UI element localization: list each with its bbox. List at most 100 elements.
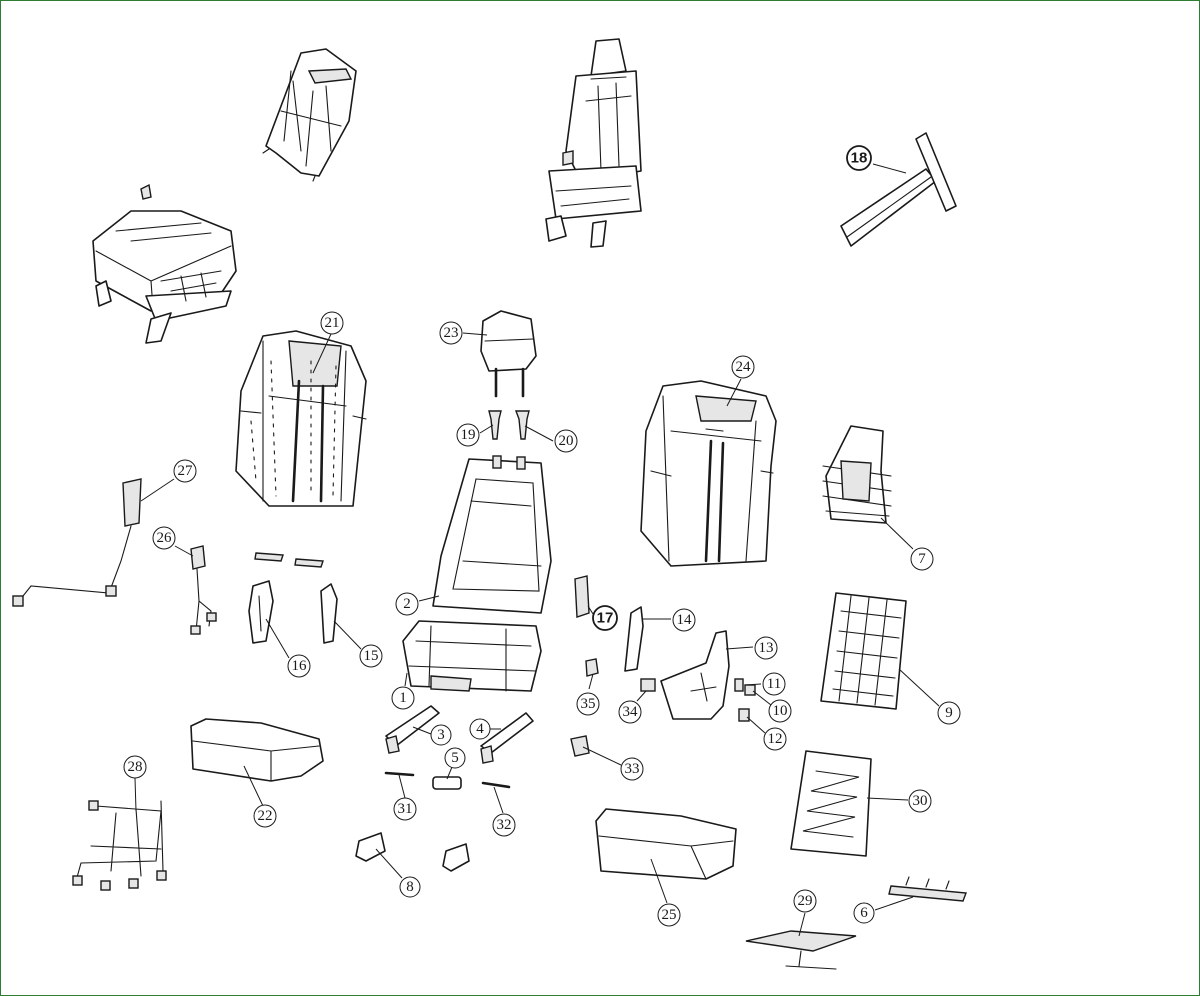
callout-9: 9	[937, 701, 961, 725]
callout-15: 15	[359, 644, 383, 668]
callout-5: 5	[444, 747, 466, 769]
part-8-brackets	[355, 832, 470, 872]
callout-34: 34	[618, 700, 642, 724]
callout-18: 18	[846, 145, 872, 171]
part-16-side-trim	[248, 580, 274, 644]
callout-label: 18	[851, 150, 868, 167]
part-25-cushion-foam	[595, 808, 737, 880]
part-14-trim	[624, 606, 644, 672]
callout-6: 6	[853, 902, 875, 924]
part-6-harness-strip	[888, 876, 967, 902]
callout-35: 35	[576, 692, 600, 716]
callout-label: 35	[581, 696, 596, 712]
part-15-trim	[320, 583, 338, 644]
callout-21: 21	[320, 311, 344, 335]
callout-27: 27	[173, 459, 197, 483]
callout-label: 12	[768, 731, 783, 747]
part-1-cushion-frame	[402, 620, 542, 692]
small-parts	[570, 658, 756, 757]
callout-31: 31	[393, 797, 417, 821]
callout-label: 5	[451, 750, 459, 766]
callout-label: 21	[325, 315, 340, 331]
callout-7: 7	[910, 547, 934, 571]
part-21-seatback-cover	[235, 330, 367, 507]
callout-label: 23	[444, 325, 459, 341]
callout-label: 16	[292, 658, 308, 674]
leader-lines	[134, 163, 940, 937]
callout-label: 14	[677, 612, 693, 628]
seatback-assembly-overview	[262, 48, 357, 182]
part-30-heater-mat	[790, 750, 872, 857]
callout-1: 1	[391, 686, 415, 710]
parts-31-32-rods	[384, 771, 511, 789]
callout-label: 11	[767, 676, 781, 692]
part-2-seatback-frame	[432, 455, 552, 614]
part-23-headrest	[480, 310, 537, 398]
callout-label: 27	[178, 463, 194, 479]
callout-label: 9	[945, 705, 953, 721]
callout-label: 4	[476, 721, 484, 737]
callout-30: 30	[908, 789, 932, 813]
part-7-lumbar-support	[822, 425, 892, 524]
part-17-module	[574, 575, 590, 618]
parts-19-20-headrest-guides	[488, 410, 530, 440]
part-24-seatback-foam	[640, 380, 777, 567]
complete-seat-overview	[545, 38, 642, 248]
callout-19: 19	[456, 423, 480, 447]
callout-label: 19	[461, 427, 476, 443]
callout-16: 16	[287, 654, 311, 678]
callout-label: 17	[597, 610, 614, 627]
cushion-assembly-overview	[92, 183, 237, 344]
part-27-harness	[12, 478, 142, 607]
callout-label: 28	[128, 759, 143, 775]
callout-29: 29	[793, 889, 817, 913]
callout-label: 31	[398, 801, 413, 817]
callout-label: 30	[913, 793, 928, 809]
callout-12: 12	[763, 727, 787, 751]
clip-pieces	[254, 552, 324, 568]
callout-label: 22	[258, 808, 273, 824]
part-26-harness	[190, 545, 217, 635]
callout-2: 2	[395, 592, 419, 616]
callout-label: 26	[157, 530, 173, 546]
callout-label: 13	[759, 640, 774, 656]
callout-label: 10	[773, 703, 788, 719]
callout-24: 24	[731, 355, 755, 379]
callout-label: 25	[662, 907, 677, 923]
callout-label: 6	[860, 905, 868, 921]
callout-label: 1	[399, 690, 407, 706]
part-5-motor	[432, 776, 462, 790]
callout-label: 29	[798, 893, 813, 909]
callout-14: 14	[672, 608, 696, 632]
callout-label: 34	[623, 704, 639, 720]
part-28-main-harness	[72, 800, 167, 891]
callout-11: 11	[762, 672, 786, 696]
callout-label: 15	[364, 648, 379, 664]
callout-label: 32	[497, 817, 512, 833]
callout-label: 8	[406, 879, 414, 895]
callout-label: 33	[625, 761, 640, 777]
callout-25: 25	[657, 903, 681, 927]
callout-26: 26	[152, 526, 176, 550]
callout-33: 33	[620, 757, 644, 781]
callout-28: 28	[123, 755, 147, 779]
callout-17: 17	[592, 605, 618, 631]
callout-20: 20	[554, 429, 578, 453]
part-9-back-panel	[820, 592, 907, 710]
callout-label: 20	[559, 433, 574, 449]
parts-3-4-seat-tracks	[385, 705, 534, 764]
callout-22: 22	[253, 804, 277, 828]
callout-label: 3	[437, 727, 445, 743]
callout-label: 2	[403, 596, 411, 612]
callout-4: 4	[469, 718, 491, 740]
callout-label: 24	[736, 359, 752, 375]
callout-8: 8	[399, 876, 421, 898]
callout-23: 23	[439, 321, 463, 345]
callout-3: 3	[430, 724, 452, 746]
callout-10: 10	[768, 699, 792, 723]
part-29-sensor-mat	[745, 930, 857, 970]
callout-13: 13	[754, 636, 778, 660]
part-13-side-shield	[660, 630, 730, 720]
